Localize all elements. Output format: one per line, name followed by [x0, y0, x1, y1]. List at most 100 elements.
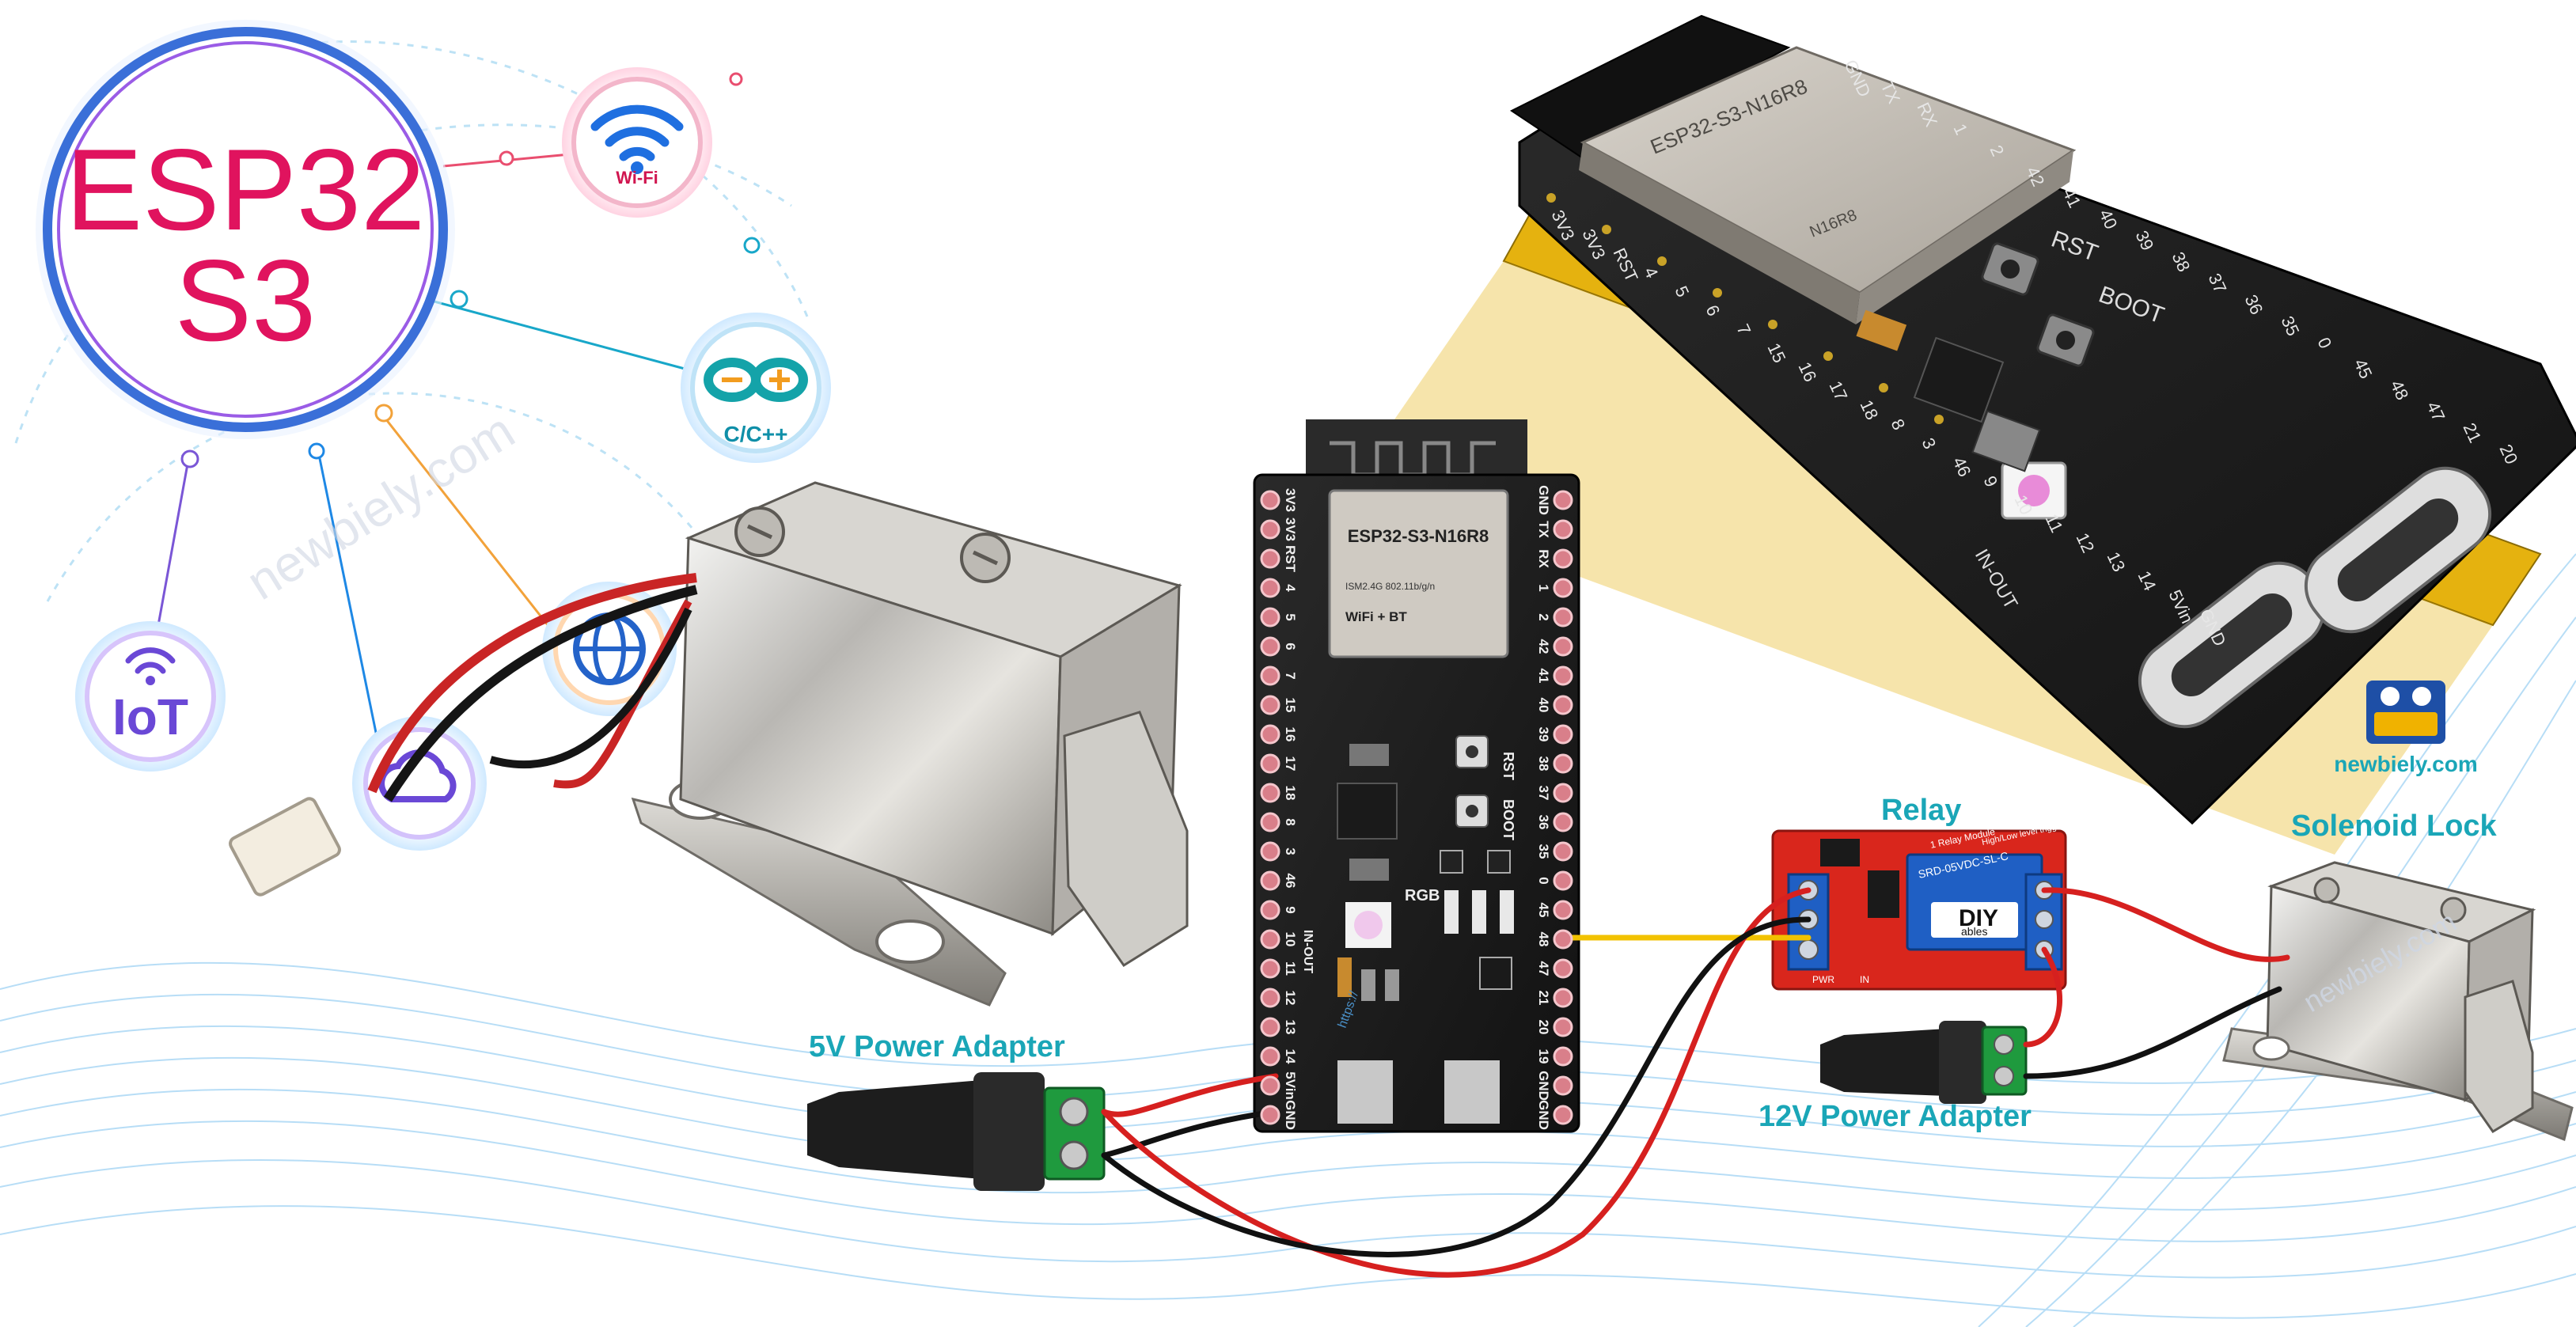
pin-label: 15 [1283, 698, 1298, 713]
pin-label: RX [1536, 549, 1551, 568]
relay-label: Relay [1881, 794, 1962, 827]
header-pin [1553, 519, 1573, 540]
relay-brand-label: DIY [1959, 905, 1998, 931]
header-pin [1553, 1017, 1573, 1037]
diagram-rst-label: RST [1500, 752, 1516, 780]
pin-label: 36 [1536, 815, 1551, 830]
wires [1101, 887, 2290, 1278]
pin-label: 7 [1283, 672, 1298, 679]
pin-label: 5 [1283, 613, 1298, 620]
header-pin [1260, 812, 1280, 832]
pin-label: 20 [1536, 1020, 1551, 1035]
header-pin [1553, 724, 1573, 745]
pin-label: 11 [1283, 961, 1298, 976]
pin-label: 18 [1283, 786, 1298, 801]
header-pin [1553, 578, 1573, 598]
header-pin [1260, 841, 1280, 862]
pin-label: 4 [1283, 584, 1298, 592]
network-links [157, 72, 761, 753]
header-pin [1260, 929, 1280, 950]
cpp-label: C/C++ [724, 422, 788, 446]
header-pin [1260, 519, 1280, 540]
solenoid-lock-label: Solenoid Lock [2291, 809, 2497, 843]
pin-label: 9 [1283, 906, 1298, 913]
pin-label: 8 [1283, 818, 1298, 825]
pin-label: 46 [1283, 874, 1298, 889]
board-diagram-left-pins: 3V33V3RST4567151617188346910111213145Vin… [1260, 488, 1298, 1130]
header-pin [1260, 695, 1280, 715]
wifi-icon [562, 67, 712, 218]
board-diagram-right-pins: GNDTXRX1242414039383736350454847212019GN… [1536, 485, 1573, 1130]
header-pin [1260, 753, 1280, 774]
arduino-cpp-icon [681, 313, 831, 463]
power-adapter-5v [807, 1072, 1106, 1191]
header-pin [1260, 900, 1280, 920]
header-pin [1553, 548, 1573, 569]
header-pin [1553, 1046, 1573, 1067]
header-pin [1553, 958, 1573, 979]
pin-label: 12 [1283, 991, 1298, 1006]
pin-label: 21 [1536, 991, 1551, 1006]
pin-label: 39 [1536, 727, 1551, 742]
pin-label: 3 [1283, 847, 1298, 855]
header-pin [1553, 812, 1573, 832]
pin-label: 19 [1536, 1049, 1551, 1064]
pin-label: 14 [1283, 1049, 1298, 1064]
newbiely-logo-icon [2366, 681, 2445, 744]
pin-label: RST [1283, 545, 1298, 573]
header-pin [1553, 607, 1573, 627]
pin-label: 10 [1283, 932, 1298, 947]
pin-label: 16 [1283, 727, 1298, 742]
pin-label: 37 [1536, 786, 1551, 801]
solenoid-lock-small [2222, 861, 2574, 1142]
pin-label: 48 [1536, 932, 1551, 947]
diagram-inout-label: IN-OUT [1301, 930, 1315, 973]
power-adapter-12v-label: 12V Power Adapter [1758, 1100, 2032, 1133]
pin-label: 5Vin [1283, 1071, 1298, 1100]
header-pin [1553, 988, 1573, 1008]
pin-label: 45 [1536, 903, 1551, 918]
power-adapter-12v [1820, 1021, 2028, 1104]
iot-label: IoT [112, 688, 188, 745]
header-pin [1553, 929, 1573, 950]
background-waves [0, 553, 2576, 1327]
wifi-label: Wi-Fi [616, 168, 658, 188]
title-line-1: ESP32 [65, 125, 426, 254]
pin-label: 47 [1536, 961, 1551, 976]
relay-module [1771, 829, 2067, 991]
pin-label: 13 [1283, 1020, 1298, 1035]
esp32-s3-title: ESP32 S3 [55, 125, 435, 366]
header-pin [1260, 665, 1280, 686]
pin-label: 42 [1536, 639, 1551, 654]
site-label: newbiely.com [2334, 752, 2478, 776]
header-pin [1260, 578, 1280, 598]
header-pin [1260, 490, 1280, 510]
pin-label: 1 [1536, 584, 1551, 591]
pin-label: 2 [1536, 613, 1551, 620]
pin-label: 41 [1536, 669, 1551, 684]
diagram-rgb-label: RGB [1405, 887, 1440, 904]
pin-label: 17 [1283, 756, 1298, 772]
header-pin [1260, 548, 1280, 569]
header-pin [1260, 1075, 1280, 1096]
esp32-s3-board-photo [1345, 14, 2576, 855]
pin-label: 3V3 [1283, 488, 1298, 512]
header-pin [1553, 841, 1573, 862]
pin-label: TX [1536, 521, 1551, 538]
title-line-2: S3 [174, 236, 317, 366]
relay-brand-sub: ables [1961, 925, 1987, 938]
header-pin [1553, 753, 1573, 774]
pin-label: 3V3 [1283, 518, 1298, 541]
header-pin [1553, 870, 1573, 891]
header-pin [1260, 1017, 1280, 1037]
solenoid-lock-large [229, 481, 1189, 1007]
header-pin [1553, 695, 1573, 715]
header-pin [1553, 665, 1573, 686]
pin-label: 40 [1536, 698, 1551, 713]
header-pin [1260, 783, 1280, 803]
relay-pwr-label: PWR [1812, 974, 1834, 985]
pin-label: GND [1536, 1071, 1551, 1101]
pin-label: GND [1283, 1100, 1298, 1130]
power-adapter-5v-label: 5V Power Adapter [809, 1030, 1065, 1063]
